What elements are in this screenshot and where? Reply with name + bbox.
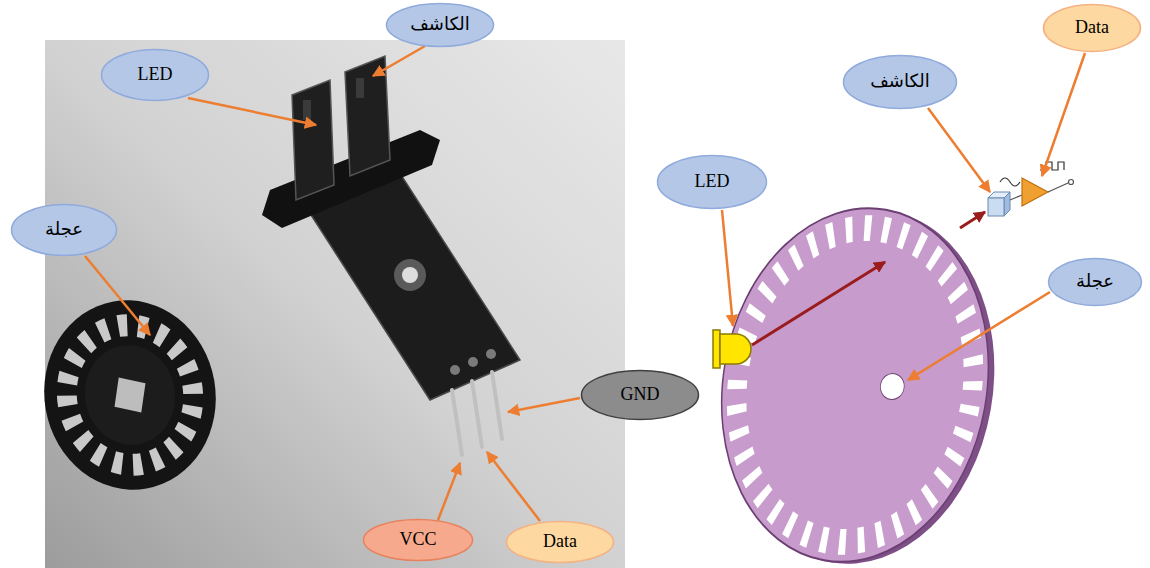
callout-oval: عجلة xyxy=(10,203,118,257)
callout-text: عجلة xyxy=(1076,271,1114,293)
oval-shape xyxy=(387,4,494,47)
sensor-module-photo xyxy=(262,56,520,455)
callout-oval: LED xyxy=(100,48,210,102)
callout-oval: Data xyxy=(505,520,615,564)
oval-shape xyxy=(364,520,473,561)
callout-text: LED xyxy=(138,64,173,86)
oval-shape xyxy=(507,522,614,563)
oval-shape xyxy=(12,205,117,256)
callout-text: الكاشف xyxy=(870,71,930,93)
callout-text: VCC xyxy=(399,529,436,551)
callout-text: الكاشف xyxy=(410,14,470,36)
oval-shape xyxy=(844,56,957,109)
callout-text: Data xyxy=(543,531,577,553)
callout-text: GND xyxy=(621,384,660,406)
callout-oval: LED xyxy=(656,154,768,210)
callout-oval: عجلة xyxy=(1047,257,1143,307)
callout-oval: Data xyxy=(1042,3,1142,53)
leader-arrows xyxy=(85,46,1085,521)
detector-symbol xyxy=(960,178,1022,228)
light-beam xyxy=(752,262,885,345)
amplifier-symbol xyxy=(1022,162,1074,206)
oval-shape xyxy=(582,371,699,420)
callout-oval: GND xyxy=(580,369,700,421)
callout-oval: الكاشف xyxy=(385,2,495,48)
oval-shape xyxy=(1049,259,1142,306)
callout-text: عجلة xyxy=(45,219,83,241)
oval-shape xyxy=(658,156,767,209)
callout-oval: VCC xyxy=(362,518,474,562)
callout-text: Data xyxy=(1075,17,1109,39)
slotted-wheel-photo xyxy=(29,287,230,504)
oval-shape xyxy=(1044,5,1141,52)
callout-text: LED xyxy=(695,171,730,193)
oval-shape xyxy=(102,50,209,101)
callout-oval: الكاشف xyxy=(842,54,958,110)
led-symbol xyxy=(713,330,751,368)
slotted-disc xyxy=(694,187,1021,568)
